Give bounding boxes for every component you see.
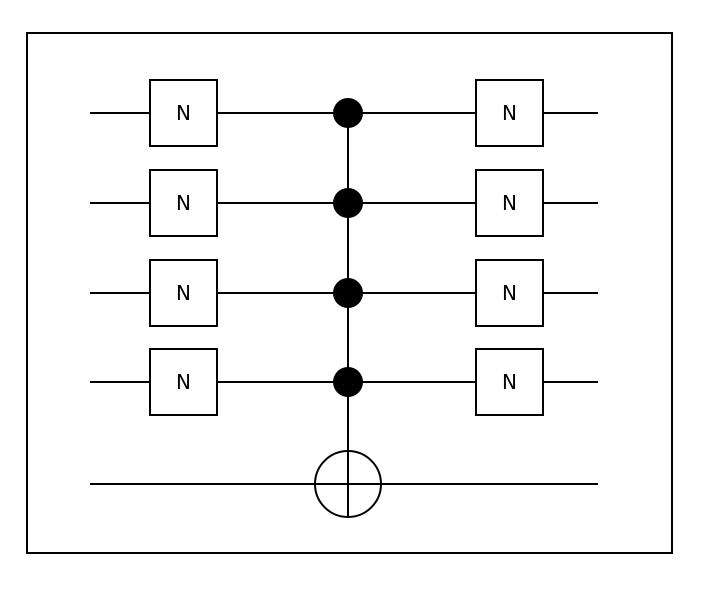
- left-gate-q2: N: [149, 169, 218, 237]
- left-gate-q1-box: [149, 79, 218, 147]
- left-gate-q3: N: [149, 259, 218, 327]
- right-gate-q4-box: [475, 348, 544, 416]
- left-gate-q3-label: N: [176, 281, 191, 305]
- right-gate-q3-box: [475, 259, 544, 327]
- left-gate-q2-box: [149, 169, 218, 237]
- control-dot-q4: [333, 367, 363, 397]
- control-dot-q2: [333, 188, 363, 218]
- right-gate-q1: N: [475, 79, 544, 147]
- right-gate-q4-label: N: [502, 370, 517, 394]
- right-gate-q1-box: [475, 79, 544, 147]
- right-gate-q2-label: N: [502, 191, 517, 215]
- right-gate-q1-label: N: [502, 101, 517, 125]
- control-dot-q1: [333, 98, 363, 128]
- left-gate-q2-label: N: [176, 191, 191, 215]
- target-xor-q5: [314, 450, 382, 518]
- gates-layer: N N N N N N N N: [149, 79, 544, 518]
- control-dot-q3: [333, 278, 363, 308]
- left-gate-q4-label: N: [176, 370, 191, 394]
- right-gate-q3: N: [475, 259, 544, 327]
- left-gate-q4: N: [149, 348, 218, 416]
- right-gate-q2: N: [475, 169, 544, 237]
- right-gate-q3-label: N: [502, 281, 517, 305]
- left-gate-q1: N: [149, 79, 218, 147]
- right-gate-q4: N: [475, 348, 544, 416]
- left-gate-q1-label: N: [176, 101, 191, 125]
- left-gate-q3-box: [149, 259, 218, 327]
- left-gate-q4-box: [149, 348, 218, 416]
- right-gate-q2-box: [475, 169, 544, 237]
